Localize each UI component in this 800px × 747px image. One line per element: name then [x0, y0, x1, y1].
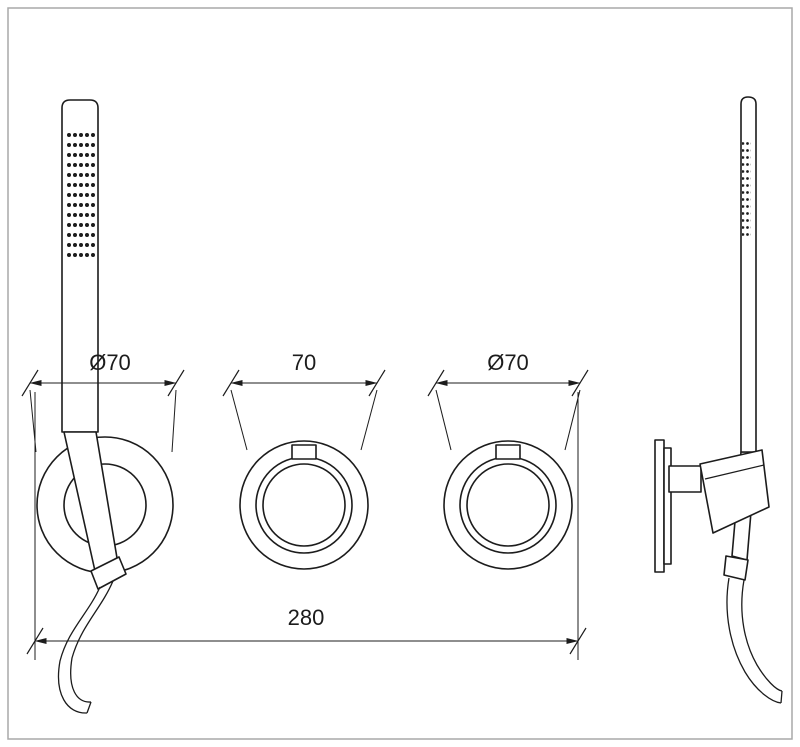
hand-shower-handle: [63, 431, 118, 572]
dimension-holder-diameter: [21, 369, 185, 453]
dimension-overall-width: [26, 392, 587, 660]
valve-trim-middle: [239, 440, 369, 570]
wall-plate: [654, 439, 665, 573]
wall-plate-flange: [663, 447, 672, 565]
dimension-valve-diameter: [427, 369, 589, 451]
valve-handle-notch: [495, 444, 521, 460]
dim-label-overall-width: 280: [288, 605, 325, 630]
valve-handle-notch: [291, 444, 317, 460]
hose-connector: [90, 556, 127, 590]
dim-label-valve-diameter: Ø70: [487, 350, 529, 375]
spray-face-dots: [66, 130, 96, 257]
dim-label-holder-diameter: Ø70: [89, 350, 131, 375]
spray-face-dots-side: [742, 140, 751, 238]
holder-cup-rim-line: [704, 464, 765, 480]
holder-cup: [699, 449, 770, 534]
shower-hose-side: [726, 577, 783, 704]
hose-connector-side: [723, 555, 749, 581]
shower-hose-front: [58, 580, 114, 714]
valve-trim-right: [443, 440, 573, 570]
hand-shower-front: [58, 99, 127, 714]
dim-label-valve-center: 70: [292, 350, 316, 375]
holder-bracket-arm: [668, 465, 702, 493]
side-view: [654, 96, 783, 704]
dimension-valve-center: [222, 369, 386, 451]
drawing-border-frame: [7, 7, 793, 740]
